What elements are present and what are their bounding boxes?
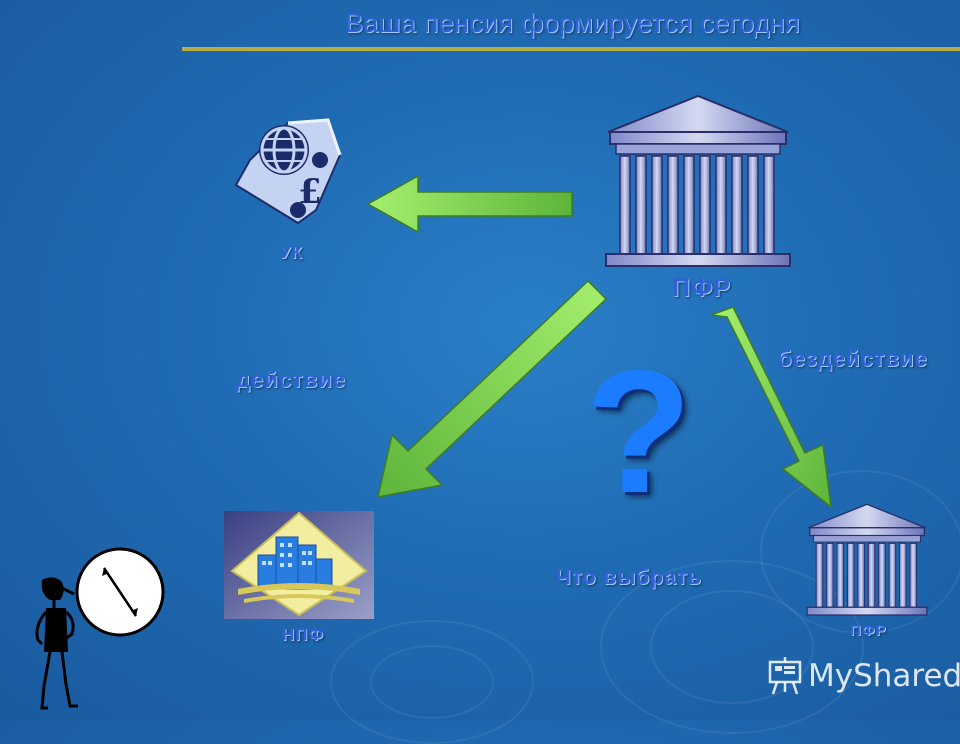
bg-ripple — [760, 470, 960, 634]
bg-ripple — [650, 590, 814, 704]
globe-puzzle-pound-icon: £ — [234, 118, 342, 225]
svg-text:£: £ — [298, 172, 322, 212]
action-label: действие — [236, 367, 347, 392]
choose-label: Что выбрать — [556, 566, 702, 589]
watermark: MyShared — [768, 652, 960, 700]
building-columns-icon — [806, 503, 928, 616]
slide-title: Ваша пенсия формируется сегодня — [345, 8, 800, 38]
building-columns-icon — [605, 94, 791, 267]
arrow-down-right — [710, 306, 832, 509]
pfr-top-label: ПФР — [672, 274, 731, 302]
title-underline — [182, 47, 960, 51]
uk-label: УК — [280, 243, 303, 262]
question-mark: ? — [585, 335, 692, 530]
npf-label: НПФ — [282, 625, 325, 644]
presentation-board-icon — [768, 657, 802, 695]
arrow-left — [366, 174, 573, 234]
stick-figure-icon — [35, 577, 78, 710]
inaction-label: бездействие — [778, 346, 928, 371]
watermark-text: MyShared — [808, 658, 960, 694]
pfr-bottom-label: ПФР — [850, 622, 887, 639]
city-buildings-icon — [224, 511, 374, 619]
bg-ripple — [370, 645, 494, 719]
arrow-down-left — [377, 279, 608, 498]
clock-icon — [75, 547, 165, 637]
